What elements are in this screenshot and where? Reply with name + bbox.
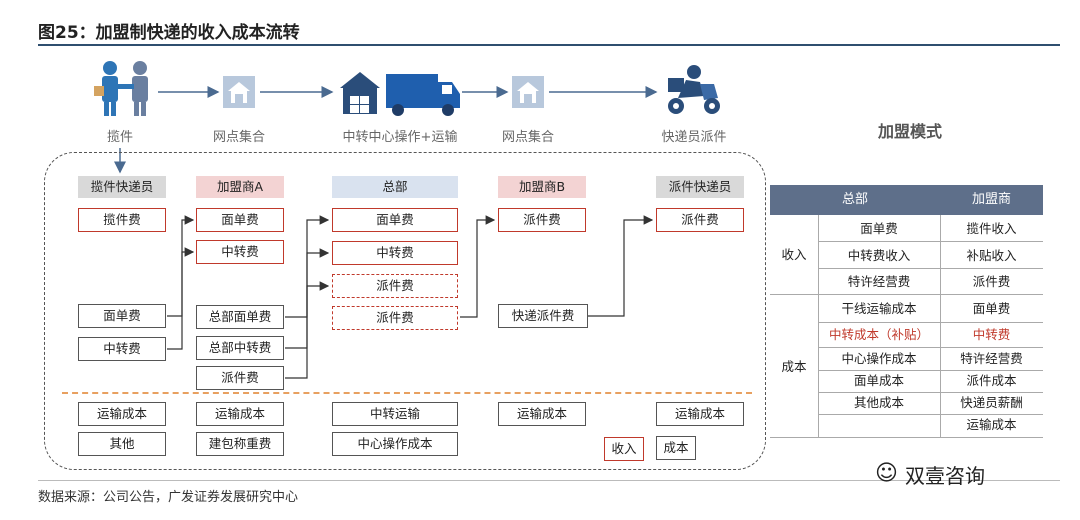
header-franchisee-b: 加盟商B [498, 176, 586, 198]
table-header-franchisee: 加盟商 [940, 185, 1043, 215]
table-rule [818, 347, 1043, 348]
table-rule [818, 322, 1043, 323]
box-hq-waybill-income: 面单费 [332, 208, 458, 232]
table-rule [818, 241, 1043, 242]
table-cell: 派件成本 [966, 373, 1017, 388]
table-header-hq: 总部 [770, 185, 940, 215]
header-franchisee-a: 加盟商A [196, 176, 284, 198]
stage-label-outlet-2: 网点集合 [501, 130, 554, 145]
figure-title: 图25：加盟制快递的收入成本流转 [38, 23, 300, 43]
table-cell: 中转费收入 [847, 248, 911, 263]
watermark: 双壹咨询 [905, 464, 985, 488]
box-hq-transfer-income: 中转费 [332, 241, 458, 265]
box-a-waybill-fee: 面单费 [196, 208, 284, 232]
stage-label-delivery: 快递员派件 [661, 130, 727, 145]
box-hq-delivery-cost: 派件费 [332, 306, 458, 330]
table-cell: 快递员薪酬 [960, 395, 1023, 410]
box-courier-delivery-fee: 派件费 [656, 208, 744, 232]
table-divider-v2 [940, 215, 941, 437]
box-a-transfer-fee: 中转费 [196, 240, 284, 264]
table-rule [818, 392, 1043, 393]
table-cell: 派件费 [972, 274, 1011, 289]
table-cell: 面单成本 [853, 373, 904, 388]
income-cost-separator [62, 392, 752, 394]
box-b-delivery-fee: 派件费 [498, 208, 586, 232]
cost-col5-transport: 运输成本 [656, 402, 744, 426]
table-cost-label: 成本 [781, 359, 807, 374]
box-hq-transfer-fee: 总部中转费 [196, 336, 284, 360]
warehouse-truck-icon [340, 72, 460, 116]
table-cell: 揽件收入 [966, 221, 1017, 236]
cost-col1-other: 其他 [78, 432, 166, 456]
box-pickup-fee: 揽件费 [78, 208, 166, 232]
delivery-scooter-icon [668, 65, 720, 114]
cost-col4-transport: 运输成本 [498, 402, 586, 426]
table-income-label: 收入 [781, 247, 807, 262]
table-rule [818, 414, 1043, 415]
table-rule [770, 294, 1043, 295]
header-delivery-courier: 派件快递员 [656, 176, 744, 198]
outlet-icon-1 [223, 76, 255, 108]
table-rule [770, 437, 1043, 438]
cost-col3-ops: 中心操作成本 [332, 432, 458, 456]
box-waybill-fee: 面单费 [78, 304, 166, 328]
table-cell: 特许经营费 [847, 274, 911, 289]
source-note: 数据来源：公司公告，广发证券发展研究中心 [38, 490, 299, 505]
courier-handshake-icon [94, 61, 148, 116]
table-rule [818, 268, 1043, 269]
cost-col2-packing: 建包称重费 [196, 432, 284, 456]
table-rule [818, 370, 1043, 371]
header-hq: 总部 [332, 176, 458, 198]
table-divider-v1 [818, 215, 819, 437]
cost-col3-transfer: 中转运输 [332, 402, 458, 426]
table-cell: 中心操作成本 [841, 351, 917, 366]
legend-cost: 成本 [656, 436, 696, 460]
table-cell: 干线运输成本 [841, 301, 917, 316]
table-cell: 面单费 [860, 221, 898, 236]
box-b-courier-fee: 快递派件费 [498, 304, 588, 328]
title-rule [38, 44, 1060, 46]
outlet-icon-2 [512, 76, 544, 108]
table-cell: 特许经营费 [960, 351, 1023, 366]
table-cell-highlight: 中转成本（补贴） [828, 327, 929, 342]
box-transfer-fee: 中转费 [78, 337, 166, 361]
cost-col1-transport: 运输成本 [78, 402, 166, 426]
wechat-icon: ☺ [875, 461, 898, 486]
cost-col2-transport: 运输成本 [196, 402, 284, 426]
legend-income: 收入 [604, 437, 644, 461]
table-cell: 面单费 [972, 301, 1011, 316]
stage-label-outlet-1: 网点集合 [212, 130, 265, 145]
box-a-delivery-fee: 派件费 [196, 366, 284, 390]
flow-frame [44, 152, 766, 470]
table-cell: 补贴收入 [966, 248, 1017, 263]
stage-label-pickup: 揽件 [106, 130, 133, 145]
bottom-rule [38, 480, 1060, 481]
stage-label-hub: 中转中心操作+运输 [342, 130, 458, 145]
box-hq-waybill-fee: 总部面单费 [196, 305, 284, 329]
header-pickup-courier: 揽件快递员 [78, 176, 166, 198]
table-cell: 运输成本 [966, 417, 1017, 432]
table-cell-highlight: 中转费 [972, 327, 1011, 342]
table-cell: 其他成本 [853, 395, 904, 410]
box-hq-delivery-income: 派件费 [332, 274, 458, 298]
table-title: 加盟模式 [877, 122, 942, 141]
